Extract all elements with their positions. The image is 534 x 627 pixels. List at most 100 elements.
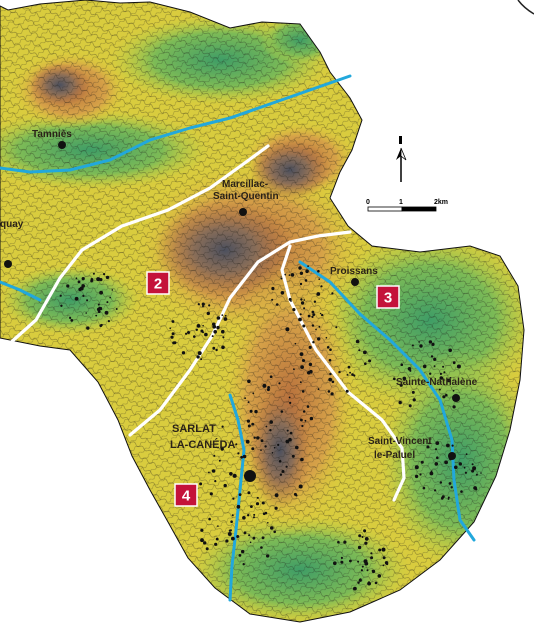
building-dot (346, 374, 349, 376)
building-dot (291, 454, 295, 458)
building-dot (317, 269, 320, 273)
building-dot (465, 453, 468, 456)
building-dot (313, 300, 317, 303)
zone-marker-2[interactable]: 2 (146, 271, 170, 295)
building-dot (436, 456, 439, 460)
building-dot (244, 397, 247, 400)
building-dot (317, 388, 320, 391)
building-dot (411, 344, 414, 347)
town-marker-marcillac[interactable] (239, 208, 247, 216)
building-dot (248, 534, 251, 537)
building-dot (318, 325, 321, 328)
building-dot (271, 298, 274, 301)
building-dot (252, 536, 256, 540)
building-dot (330, 392, 334, 396)
building-dot (464, 471, 467, 474)
building-dot (480, 472, 482, 474)
zone-marker-4[interactable]: 4 (174, 483, 198, 507)
building-dot (349, 559, 352, 563)
town-label-sarlat-line1: SARLAT (172, 423, 216, 435)
building-dot (218, 459, 221, 462)
building-dot (273, 530, 277, 534)
building-dot (208, 471, 210, 474)
building-dot (370, 556, 374, 560)
building-dot (269, 420, 274, 424)
town-marker-tamnies[interactable] (58, 141, 66, 149)
building-dot (92, 272, 95, 275)
building-dot (301, 424, 304, 428)
building-dot (454, 465, 458, 470)
building-dot (302, 324, 306, 328)
building-dot (364, 541, 368, 545)
building-dot (266, 554, 270, 558)
building-dot (312, 313, 316, 316)
building-dot (426, 445, 430, 449)
town-marker-proissans[interactable] (351, 278, 359, 286)
building-dot (361, 536, 364, 538)
building-dot (445, 393, 448, 397)
building-dot (214, 542, 218, 546)
building-dot (261, 501, 265, 505)
town-label-sainte-nathalene: Sainte-Nathalène (396, 377, 478, 388)
building-dot (232, 473, 237, 478)
building-dot (448, 482, 452, 485)
building-dot (299, 271, 304, 275)
building-dot (196, 324, 201, 328)
building-dot (277, 443, 280, 446)
building-dot (412, 398, 416, 402)
river-east (298, 260, 476, 542)
building-dot (66, 284, 70, 288)
building-dot (285, 327, 290, 332)
building-dot (351, 373, 354, 376)
building-dot (331, 380, 335, 384)
building-dot (299, 313, 302, 316)
building-dot (429, 471, 434, 476)
building-dot (238, 554, 242, 557)
building-dot (247, 401, 250, 404)
building-dot (304, 419, 307, 422)
town-marker-saint-vincent[interactable] (448, 452, 456, 460)
building-dot (325, 336, 328, 339)
town-marker-sainte-nathalene[interactable] (452, 394, 460, 402)
building-dot (236, 535, 240, 538)
building-dot (99, 278, 103, 282)
building-dot (328, 377, 333, 382)
town-label-marcillac-line1: Marcillac- (222, 179, 268, 190)
building-dot (374, 581, 378, 585)
building-dot (269, 375, 273, 379)
building-dot (253, 436, 256, 439)
river-south (228, 393, 246, 602)
building-dot (347, 365, 351, 369)
building-dot (99, 290, 103, 295)
building-dot (422, 486, 426, 490)
building-dot (295, 494, 298, 497)
building-dot (213, 330, 217, 334)
building-dot (97, 303, 100, 306)
building-dot (109, 296, 111, 299)
building-dot (435, 448, 437, 451)
town-marker-sarlat[interactable] (244, 470, 256, 482)
zone-marker-3[interactable]: 3 (376, 285, 400, 309)
building-dot (103, 273, 106, 276)
building-dot (223, 317, 228, 321)
building-dot (303, 299, 306, 301)
building-dot (81, 277, 85, 281)
town-marker-marquay[interactable] (4, 260, 12, 268)
river-north (0, 74, 352, 174)
building-dot (371, 569, 376, 574)
building-dot (449, 377, 452, 379)
building-dot (302, 410, 306, 413)
building-dot (213, 454, 216, 457)
building-dot (267, 386, 270, 389)
building-dot (450, 486, 453, 489)
building-dot (363, 350, 367, 355)
building-dot (407, 367, 412, 371)
building-dot (317, 337, 321, 341)
building-dot (358, 534, 362, 538)
building-dot (337, 540, 340, 544)
building-dot (217, 525, 219, 527)
building-dot (305, 269, 309, 274)
building-dot (285, 465, 288, 468)
building-dot (200, 528, 204, 532)
scale-label-0: 0 (366, 199, 370, 206)
